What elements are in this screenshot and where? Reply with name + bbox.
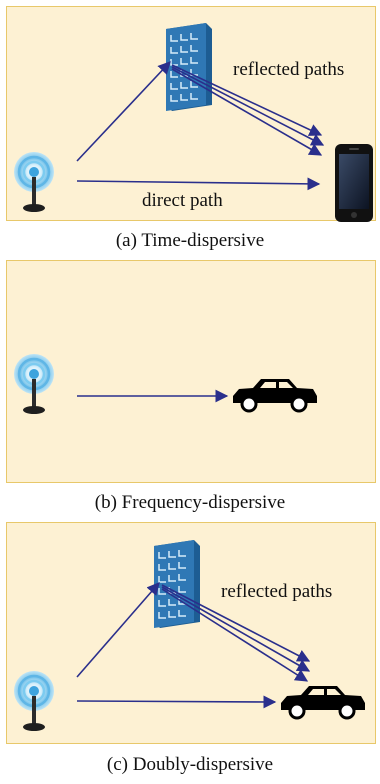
reflected-path-1	[161, 584, 311, 662]
antenna-icon	[12, 352, 56, 416]
reflected-path-3	[171, 68, 323, 156]
panel-doubly-dispersive: reflected paths	[6, 522, 376, 744]
phone-icon	[335, 144, 373, 222]
reflected-path-2	[161, 586, 311, 672]
path-to-building	[76, 582, 160, 678]
antenna-icon	[12, 669, 56, 733]
reflected-path-2	[171, 66, 325, 146]
direct-path-label: direct path	[142, 190, 223, 211]
reflected-path-3	[161, 588, 309, 682]
direct-path-arrow	[76, 695, 277, 709]
caption-b: (b) Frequency-dispersive	[94, 492, 286, 513]
panel-time-dispersive: reflected paths direct path	[6, 6, 376, 222]
antenna-icon	[12, 150, 56, 214]
car-icon	[279, 684, 367, 720]
direct-path-arrow	[76, 177, 321, 191]
caption-a: (a) Time-dispersive	[115, 230, 265, 251]
caption-c: (c) Doubly-dispersive	[106, 754, 274, 775]
car-icon	[231, 377, 319, 413]
reflected-paths-label: reflected paths	[221, 581, 333, 602]
path-to-building	[76, 61, 171, 162]
reflected-paths-label: reflected paths	[233, 59, 345, 80]
reflected-path-1	[171, 64, 323, 136]
panel-frequency-dispersive	[6, 260, 376, 483]
building-icon	[153, 539, 201, 629]
